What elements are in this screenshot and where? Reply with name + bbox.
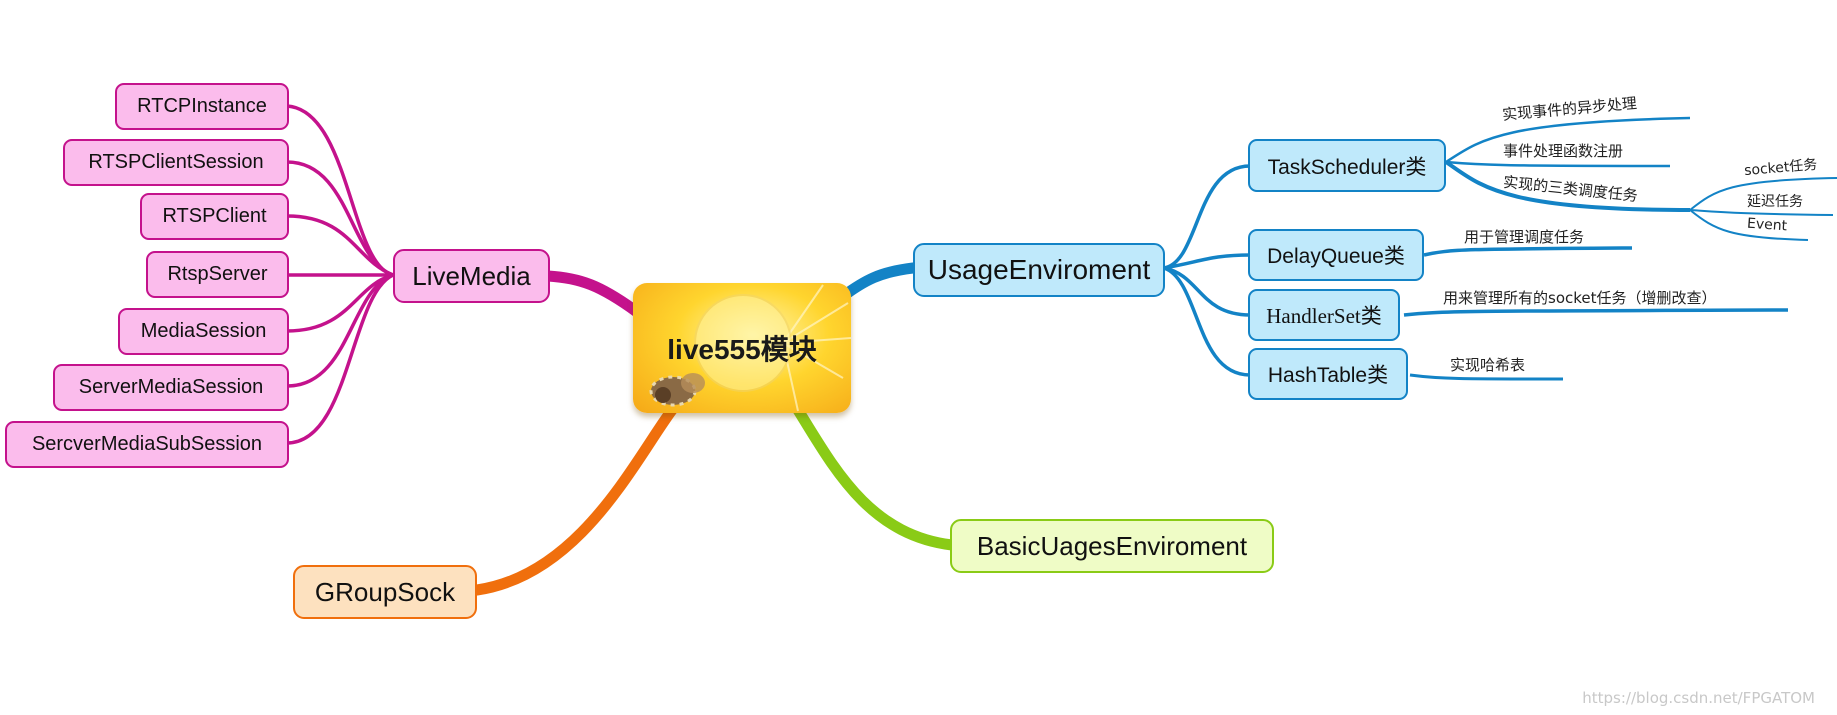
taskscheduler-note-links [1444,116,1837,241]
link-center-basicusageenv [792,404,958,551]
central-topic-title: live555模块 [667,334,817,365]
node-rtcpinstance[interactable]: RTCPInstance [115,83,289,130]
usageenv-child-links [1163,164,1251,377]
task-type-event: Event [1746,215,1788,235]
node-delayqueue[interactable]: DelayQueue类 [1248,229,1424,281]
note-delayqueue: 用于管理调度任务 [1464,228,1585,246]
node-livemedia[interactable]: LiveMedia [393,249,550,303]
node-servermediasession[interactable]: ServerMediaSession [53,364,289,411]
note-handler-register: 事件处理函数注册 [1503,142,1624,160]
note-hashtable: 实现哈希表 [1450,356,1526,374]
link-center-usageenv [836,262,919,303]
hashtable-note-link [1409,373,1564,381]
delayqueue-note-link [1423,246,1633,257]
node-rtspclientsession[interactable]: RTSPClientSession [63,139,289,186]
node-usageenviroment[interactable]: UsageEnviroment [913,243,1165,297]
task-type-delay: 延迟任务 [1747,194,1803,210]
node-rtspclient[interactable]: RTSPClient [140,193,289,240]
node-groupsock[interactable]: GRoupSock [293,565,477,619]
link-center-groupsock [471,404,678,596]
node-mediasession[interactable]: MediaSession [118,308,289,355]
link-center-livemedia [542,270,643,318]
node-handlerset[interactable]: HandlerSet类 [1248,289,1400,341]
node-rtspserver[interactable]: RtspServer [146,251,289,298]
node-sercvermediasubsession[interactable]: SercverMediaSubSession [5,421,289,468]
livemedia-child-links [286,104,394,445]
note-handlerset: 用来管理所有的socket任务（增删改查） [1443,289,1717,307]
handlerset-note-link [1403,308,1789,317]
central-topic[interactable]: live555模块 [633,283,851,413]
lightbulb-icon [649,284,851,412]
node-hashtable[interactable]: HashTable类 [1248,348,1408,400]
node-basicuagesenviroment[interactable]: BasicUagesEnviroment [950,519,1274,573]
watermark-text: https://blog.csdn.net/FPGATOM [1582,689,1815,707]
node-taskscheduler[interactable]: TaskScheduler类 [1248,139,1446,192]
